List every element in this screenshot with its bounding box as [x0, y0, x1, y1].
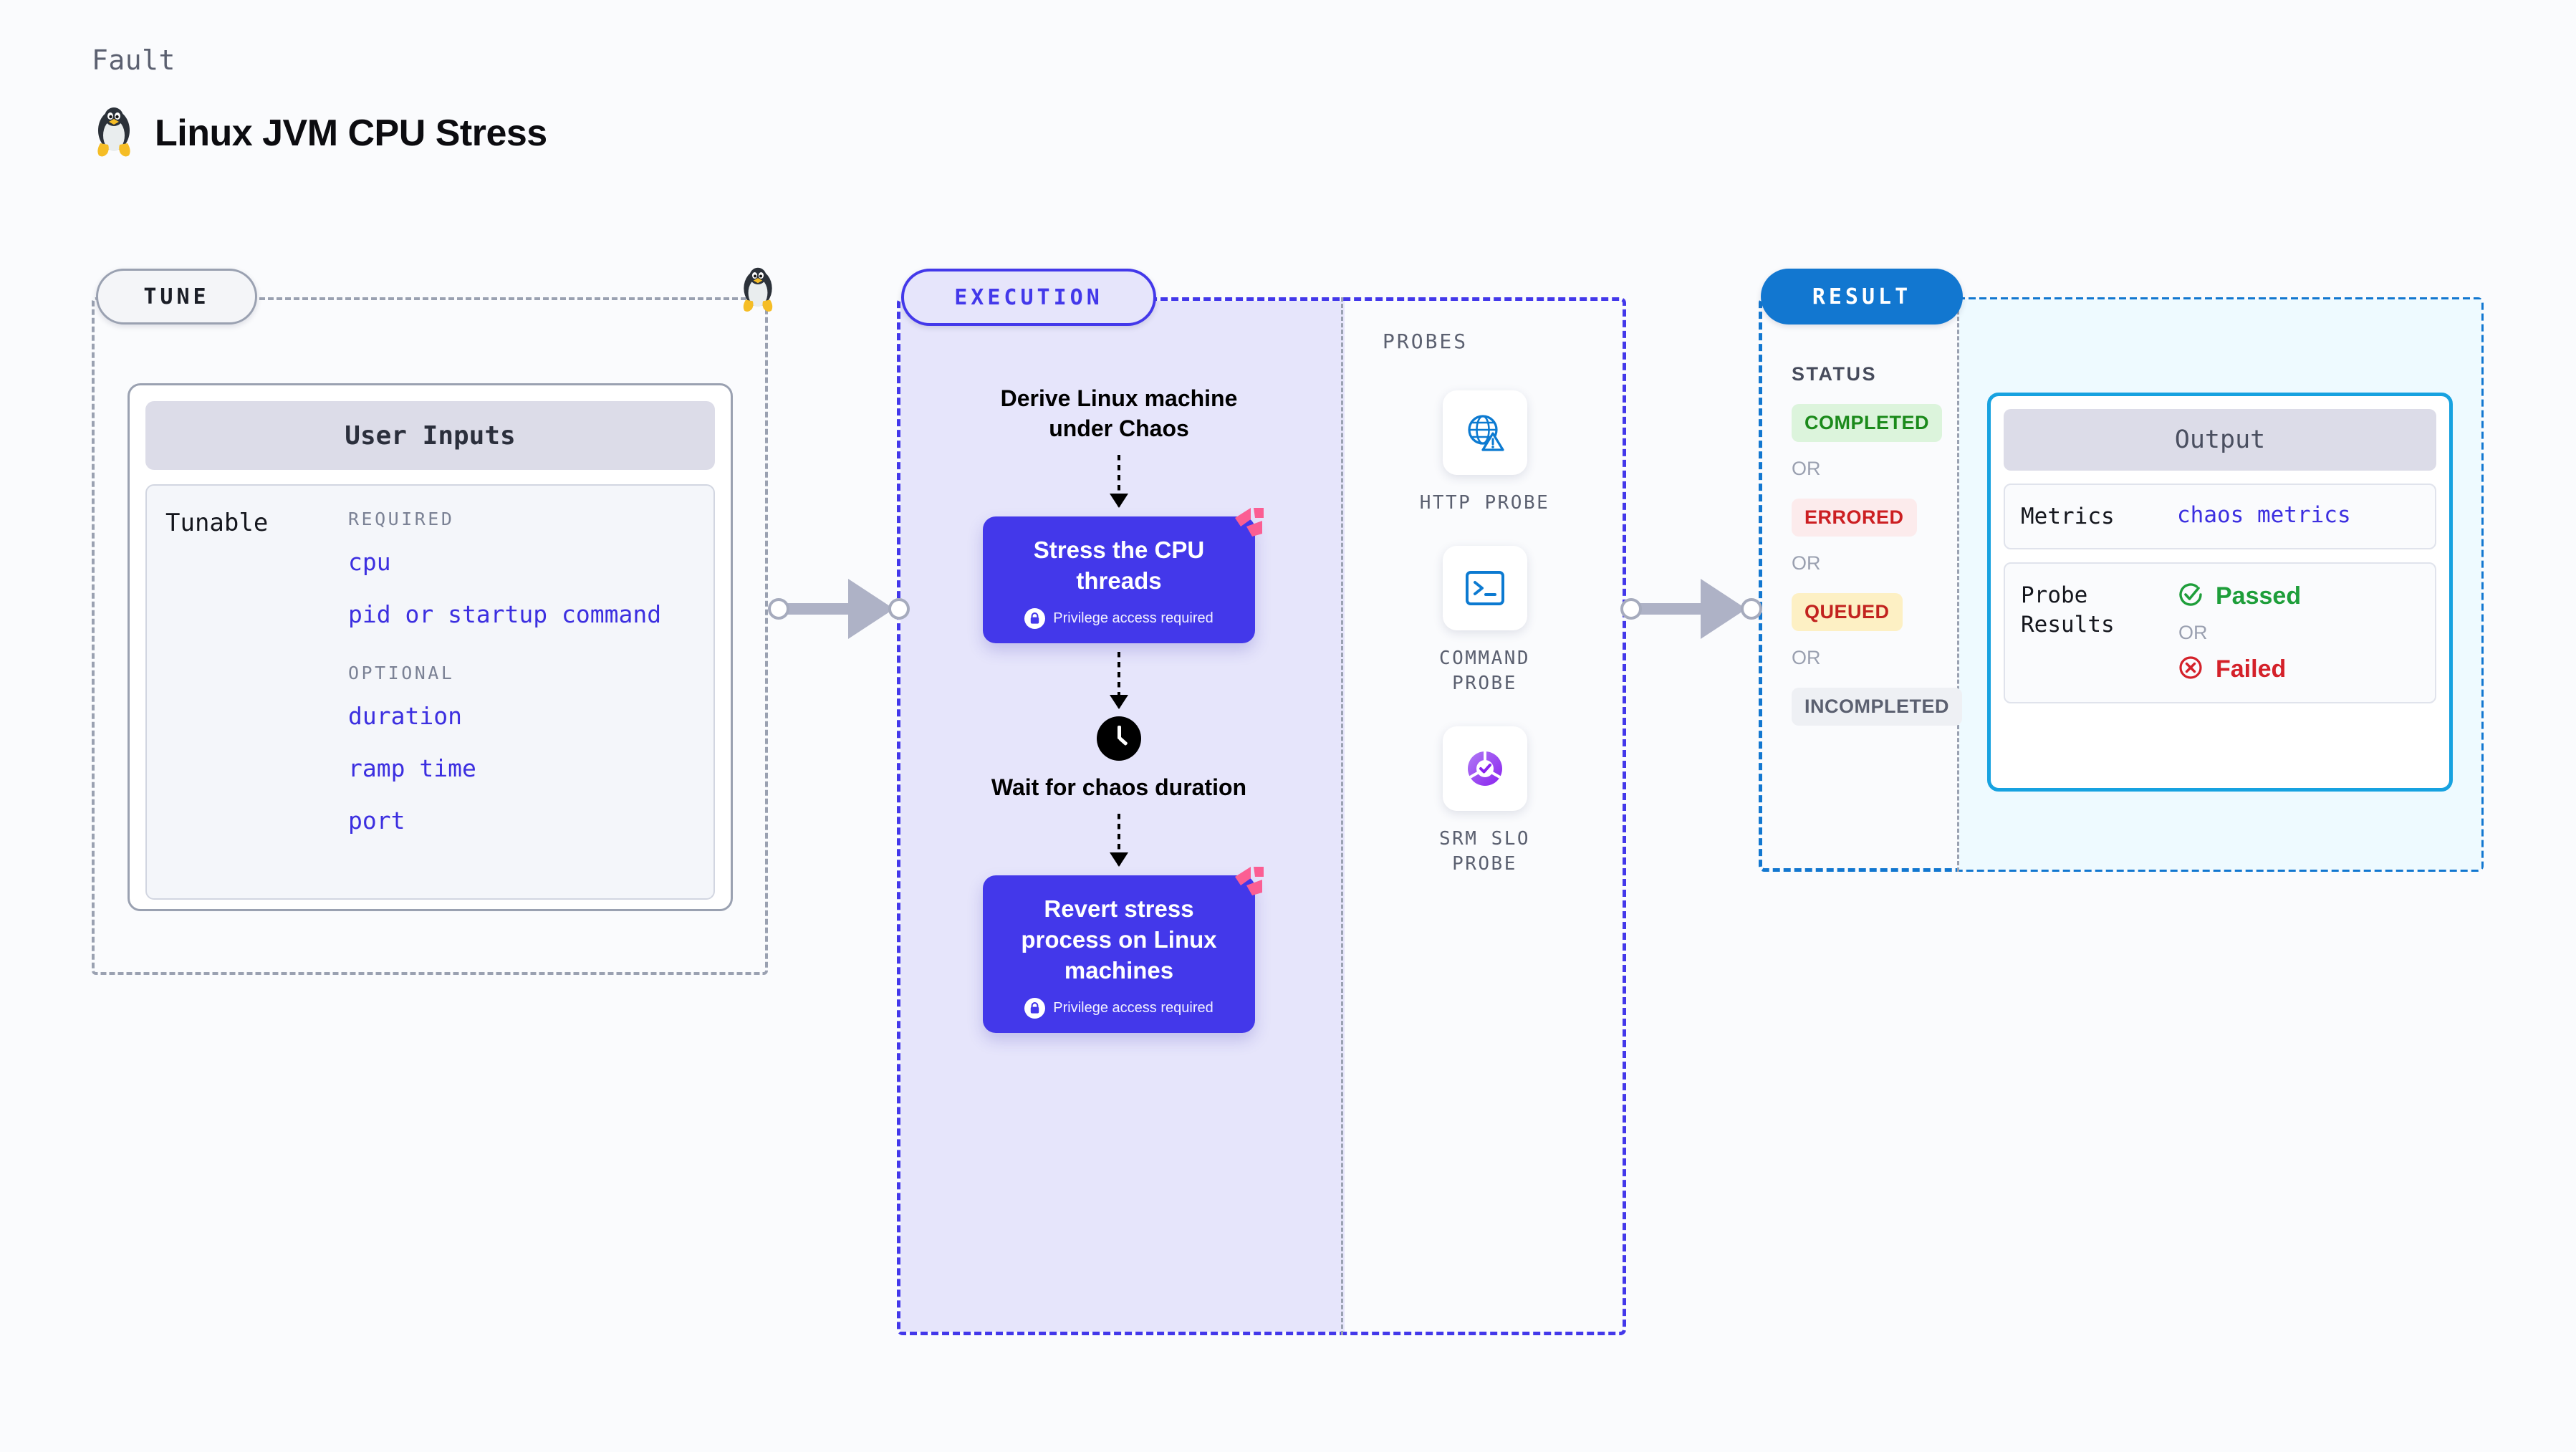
- step-label: Stress the CPU threads: [1033, 537, 1205, 595]
- lock-icon: [1024, 608, 1046, 630]
- tux-penguin-icon: [738, 266, 778, 319]
- or-separator: OR: [1792, 458, 1821, 479]
- status-badge-queued: QUEUED: [1792, 593, 1903, 631]
- probe-label: SRM SLO PROBE: [1438, 828, 1531, 875]
- probe-item-srm-slo[interactable]: SRM SLO PROBE: [1343, 726, 1626, 877]
- probes-column: PROBES HTTP PROBE COMMAND PROBE: [1341, 297, 1626, 1335]
- page-title: Linux JVM CPU Stress: [155, 112, 547, 154]
- output-probe-key: Probe Results: [2021, 582, 2115, 638]
- tunable-param[interactable]: port: [348, 807, 405, 835]
- privilege-note-text: Privilege access required: [1053, 1000, 1213, 1016]
- flow-arrow: [1118, 652, 1120, 708]
- result-badge: RESULT: [1761, 269, 1963, 324]
- status-badge-completed: COMPLETED: [1792, 404, 1943, 442]
- probe-item-command[interactable]: COMMAND PROBE: [1343, 546, 1626, 696]
- flow-arrow: [1118, 814, 1120, 866]
- tunable-param[interactable]: cpu: [348, 548, 391, 576]
- connector-end-dot: [1741, 598, 1762, 620]
- execution-step-revert-stress[interactable]: Revert stress process on Linux machines …: [983, 867, 1264, 1034]
- tunable-group-required-label: REQUIRED: [348, 509, 455, 529]
- privilege-note: Privilege access required: [996, 608, 1242, 630]
- clock-icon: [1097, 716, 1141, 761]
- probe-label: COMMAND PROBE: [1438, 648, 1531, 695]
- x-circle-icon: [2177, 654, 2204, 685]
- lock-icon: [1024, 998, 1046, 1019]
- tunable-label: Tunable: [165, 509, 269, 537]
- step-label: Revert stress process on Linux machines: [1021, 895, 1217, 984]
- probe-result-failed: Failed: [2177, 654, 2301, 685]
- output-metrics-key: Metrics: [2021, 504, 2115, 529]
- fault-title-row: Linux JVM CPU Stress: [92, 106, 547, 160]
- connector-tune-to-execution: [768, 579, 910, 639]
- tux-penguin-icon: [92, 106, 136, 160]
- tunable-param[interactable]: duration: [348, 702, 462, 730]
- tune-badge: TUNE: [96, 269, 257, 324]
- tunable-param[interactable]: pid or startup command: [348, 600, 662, 628]
- or-separator: OR: [1792, 552, 1821, 574]
- or-separator: OR: [2178, 622, 2208, 644]
- execution-step-derive-label: Derive Linux machine under Chaos: [1000, 385, 1238, 442]
- user-inputs-card: User Inputs Tunable REQUIRED cpu pid or …: [128, 383, 733, 911]
- privilege-note: Privilege access required: [996, 998, 1242, 1019]
- slo-donut-check-icon: [1442, 726, 1527, 812]
- tune-panel: TUNE User Inputs Tunable REQUIRED cpu pi…: [92, 269, 768, 975]
- globe-warning-icon: [1442, 390, 1527, 475]
- privilege-note-text: Privilege access required: [1053, 610, 1213, 627]
- connector-arrowhead: [1701, 579, 1746, 639]
- status-label: STATUS: [1792, 363, 1877, 385]
- probe-passed-label: Passed: [2216, 582, 2302, 610]
- execution-step-stress-cpu[interactable]: Stress the CPU threads Privilege access …: [983, 508, 1264, 644]
- harness-ribbon-icon: [1232, 505, 1265, 542]
- execution-badge: EXECUTION: [901, 269, 1156, 326]
- probes-label: PROBES: [1383, 330, 1469, 353]
- status-badge-incompleted: INCOMPLETED: [1792, 688, 1963, 726]
- output-row-metrics: Metrics chaos metrics: [2004, 484, 2436, 550]
- connector-arrowhead: [848, 579, 894, 639]
- tunable-param[interactable]: ramp time: [348, 754, 476, 782]
- harness-ribbon-icon: [1232, 864, 1265, 900]
- connector-execution-to-result: [1620, 579, 1762, 639]
- connector-end-dot: [888, 598, 910, 620]
- tunable-param-list: REQUIRED cpu pid or startup command OPTI…: [348, 509, 661, 898]
- or-separator: OR: [1792, 647, 1821, 668]
- probe-result-passed: Passed: [2177, 581, 2301, 612]
- status-column: STATUS COMPLETED OR ERRORED OR QUEUED OR…: [1759, 297, 1963, 872]
- probe-label: HTTP PROBE: [1419, 492, 1550, 514]
- probe-item-http[interactable]: HTTP PROBE: [1343, 390, 1626, 516]
- fault-eyebrow-label: Fault: [92, 44, 176, 76]
- output-metrics-value[interactable]: chaos metrics: [2177, 502, 2351, 528]
- connector-line: [785, 603, 852, 615]
- output-row-probe-results: Probe Results Passed OR: [2004, 562, 2436, 704]
- status-badge-errored: ERRORED: [1792, 499, 1917, 537]
- execution-flow: Derive Linux machine under Chaos Stress …: [897, 297, 1341, 1335]
- probe-result-values: Passed OR Failed: [2177, 581, 2301, 685]
- user-inputs-title: User Inputs: [145, 401, 715, 470]
- connector-start-dot: [1620, 598, 1642, 620]
- output-card: Output Metrics chaos metrics Probe Resul…: [1987, 393, 2453, 792]
- flow-arrow: [1118, 455, 1120, 507]
- terminal-icon: [1442, 546, 1527, 631]
- output-title: Output: [2004, 409, 2436, 471]
- page-header: Fault Linux JVM CPU Stress: [92, 44, 547, 160]
- execution-fill: [900, 301, 1345, 1332]
- tunable-group-optional-label: OPTIONAL: [348, 663, 455, 683]
- connector-start-dot: [768, 598, 789, 620]
- tunable-section: Tunable REQUIRED cpu pid or startup comm…: [145, 484, 715, 900]
- check-circle-icon: [2177, 581, 2204, 612]
- execution-step-wait-label: Wait for chaos duration: [991, 774, 1247, 801]
- connector-line: [1638, 603, 1705, 615]
- probe-failed-label: Failed: [2216, 655, 2287, 683]
